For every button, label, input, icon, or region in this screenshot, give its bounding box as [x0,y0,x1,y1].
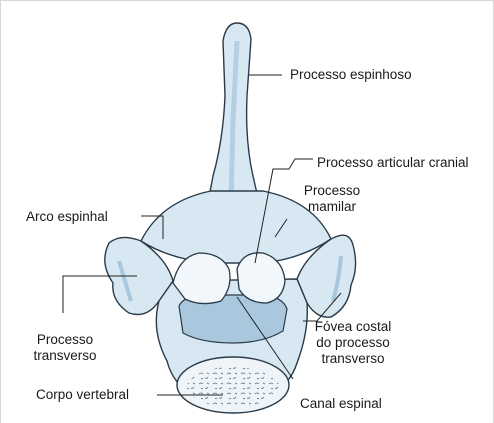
label-fovea-costal-line1: Fóvea costal [305,319,401,335]
label-processo-mamilar-line2: mamilar [299,199,365,215]
label-processo-articular-cranial: Processo articular cranial [317,155,469,171]
label-processo-transverso-line2: transverso [29,348,101,364]
label-canal-espinal: Canal espinal [300,396,382,412]
label-processo-transverso-line1: Processo [29,332,101,348]
label-arco-espinhal: Arco espinhal [26,209,108,225]
label-processo-mamilar: Processo mamilar [299,183,365,215]
label-processo-transverso: Processo transverso [29,332,101,364]
label-fovea-costal-line2: do processo [305,335,401,351]
label-fovea-costal-line3: transverso [305,351,401,367]
label-processo-espinhoso: Processo espinhoso [290,67,412,83]
label-fovea-costal: Fóvea costal do processo transverso [305,319,401,367]
label-processo-mamilar-line1: Processo [299,183,365,199]
label-corpo-vertebral: Corpo vertebral [36,387,129,403]
